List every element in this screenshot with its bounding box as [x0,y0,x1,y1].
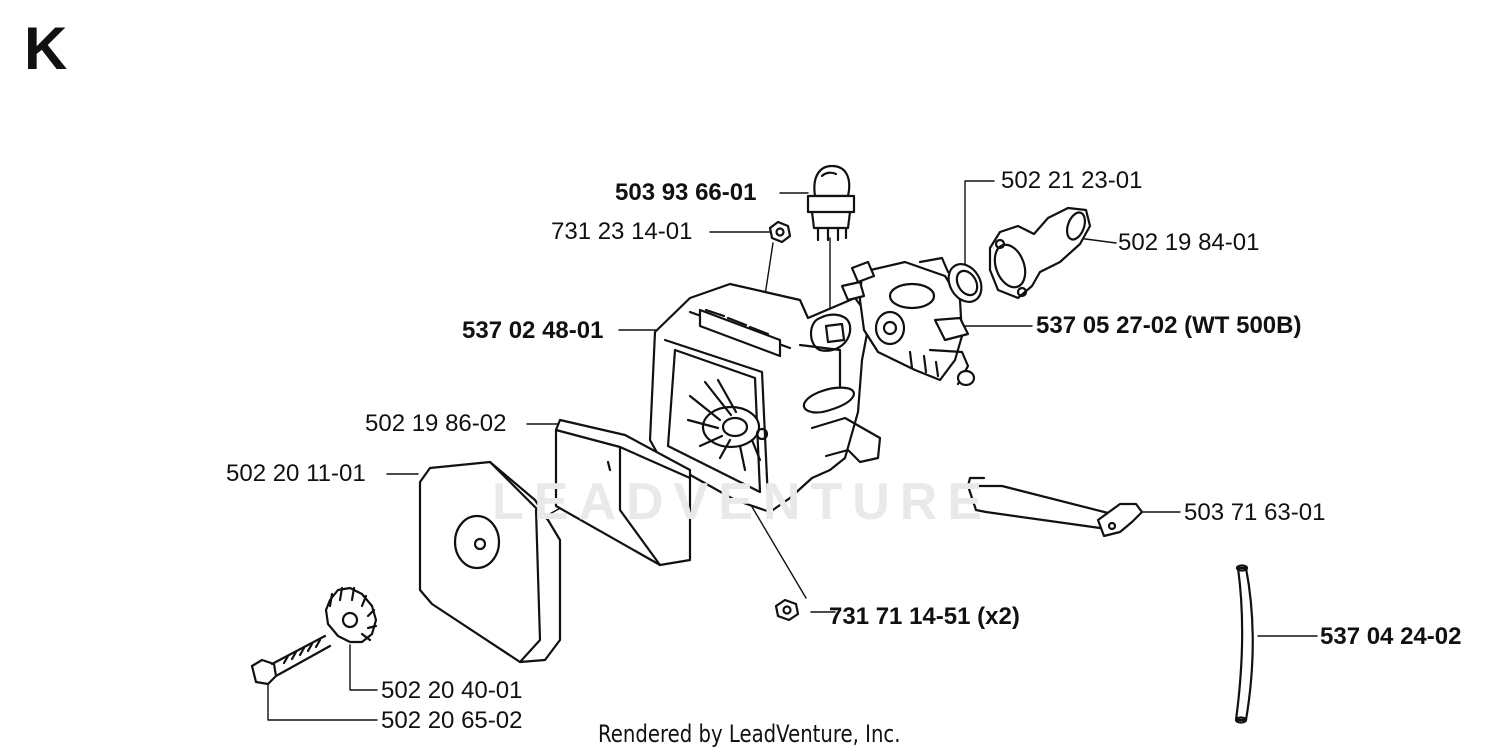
part-number-seal-ring[interactable]: 502 21 23-01 [1001,167,1143,194]
air-filter-holder-drawing [648,282,882,514]
part-number-fuel-hose[interactable]: 537 04 24-02 [1320,623,1462,650]
part-number-nut-small[interactable]: 731 23 14-01 [551,218,693,245]
throttle-link-drawing [966,476,1144,538]
part-number-filter-insert[interactable]: 502 19 86-02 [365,410,507,437]
part-number-primer-bulb[interactable]: 503 93 66-01 [615,179,757,206]
section-letter: K [24,15,68,82]
primer-bulb-drawing [806,164,856,242]
small-nut-drawing [768,220,792,244]
seal-ring-drawing [947,263,983,303]
part-number-air-filter[interactable]: 502 20 11-01 [226,460,366,487]
part-number-carburetor[interactable]: 537 05 27-02 (WT 500B) [1036,312,1302,339]
knob-drawing [324,586,378,644]
part-number-nut-pair[interactable]: 731 71 14-51 (x2) [829,603,1020,630]
fuel-hose-drawing [1234,564,1254,724]
nut-pair-drawing [774,598,800,622]
filter-insert-drawing [554,418,692,567]
part-number-screw[interactable]: 502 20 65-02 [381,707,523,734]
carburetor-drawing [840,256,976,387]
air-filter-cover-drawing [418,460,562,664]
part-number-intake-manifold[interactable]: 502 19 84-01 [1118,229,1260,256]
screw-drawing [250,634,332,686]
part-number-air-filter-holder[interactable]: 537 02 48-01 [462,317,604,344]
footer-credit: Rendered by LeadVenture, Inc. [598,720,901,748]
watermark: LEADVENTURE [492,473,993,531]
intake-manifold-drawing [988,206,1092,300]
part-number-throttle-link[interactable]: 503 71 63-01 [1184,499,1326,526]
part-number-knob[interactable]: 502 20 40-01 [381,677,523,704]
